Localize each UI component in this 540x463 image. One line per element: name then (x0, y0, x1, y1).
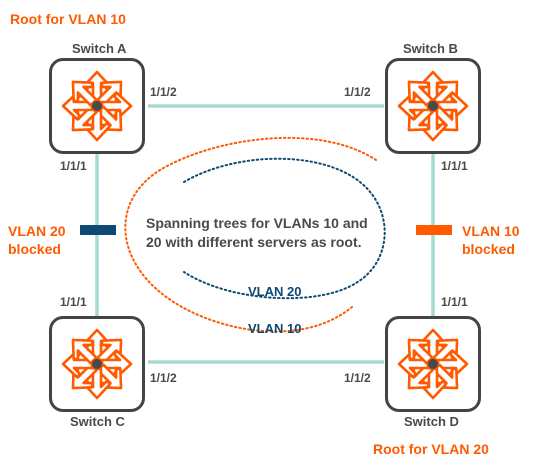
port-c-right: 1/1/2 (150, 371, 177, 385)
root-vlan10-label: Root for VLAN 10 (10, 11, 126, 27)
switch-d-name: Switch D (404, 414, 459, 429)
vlan10-blocked-line2: blocked (462, 241, 515, 257)
vlan10-blocked-label: VLAN 10 blocked (462, 222, 520, 258)
switch-arrows-icon (397, 328, 469, 400)
port-a-down: 1/1/1 (60, 159, 87, 173)
port-b-down: 1/1/1 (441, 159, 468, 173)
switch-arrow (407, 338, 434, 365)
port-c-up: 1/1/1 (60, 295, 87, 309)
vlan20-tree-curve (183, 157, 386, 300)
center-caption-line2: 20 with different servers as root. (146, 234, 362, 250)
switch-arrow (407, 363, 434, 390)
vlan10-blocked-marker (416, 225, 452, 235)
switch-arrow (100, 91, 133, 121)
switch-arrow (71, 105, 98, 132)
vlan10-blocked-line1: VLAN 10 (462, 223, 520, 239)
switch-arrows-icon (397, 70, 469, 142)
switch-arrow (407, 80, 434, 107)
center-caption: Spanning trees for VLANs 10 and 20 with … (146, 214, 368, 252)
switch-center-dot (428, 359, 438, 369)
switch-arrow (436, 91, 469, 121)
switch-arrow (436, 349, 469, 379)
root-vlan20-label: Root for VLAN 20 (373, 441, 489, 457)
switch-center-dot (92, 359, 102, 369)
vlan20-blocked-label: VLAN 20 blocked (8, 222, 66, 258)
switch-b[interactable] (385, 58, 481, 154)
vlan20-blocked-line1: VLAN 20 (8, 223, 66, 239)
vlan20-blocked-line2: blocked (8, 241, 61, 257)
vlan10-curve-label: VLAN 10 (248, 321, 302, 336)
port-d-up: 1/1/1 (441, 295, 468, 309)
switch-arrow (100, 349, 133, 379)
vlan20-blocked-marker (80, 225, 116, 235)
switch-d[interactable] (385, 316, 481, 412)
switch-arrow (432, 105, 459, 132)
switch-c[interactable] (49, 316, 145, 412)
switch-arrow (407, 105, 434, 132)
switch-arrow (418, 367, 448, 400)
port-a-right: 1/1/2 (150, 85, 177, 99)
switch-arrow (432, 338, 459, 365)
switch-arrow (96, 363, 123, 390)
switch-b-name: Switch B (403, 41, 458, 56)
switch-arrow (71, 338, 98, 365)
switch-arrow (96, 105, 123, 132)
switch-arrow (82, 109, 112, 142)
switch-arrow (96, 80, 123, 107)
switch-arrow (61, 91, 94, 121)
switch-a[interactable] (49, 58, 145, 154)
switch-center-dot (428, 101, 438, 111)
switch-arrow (71, 363, 98, 390)
switch-arrow (432, 80, 459, 107)
port-b-left: 1/1/2 (344, 85, 371, 99)
switch-arrow (397, 349, 430, 379)
switch-c-name: Switch C (70, 414, 125, 429)
center-caption-line1: Spanning trees for VLANs 10 and (146, 215, 368, 231)
switch-arrows-icon (61, 70, 133, 142)
switch-arrow (61, 349, 94, 379)
switch-arrow (71, 80, 98, 107)
switch-arrow (96, 338, 123, 365)
switch-arrows-icon (61, 328, 133, 400)
switch-a-name: Switch A (72, 41, 127, 56)
switch-arrow (418, 109, 448, 142)
switch-arrow (432, 363, 459, 390)
switch-arrow (82, 367, 112, 400)
port-d-left: 1/1/2 (344, 371, 371, 385)
vlan20-curve-label: VLAN 20 (248, 284, 302, 299)
switch-arrow (397, 91, 430, 121)
switch-center-dot (92, 101, 102, 111)
vlan10-tree-curve (124, 136, 377, 333)
